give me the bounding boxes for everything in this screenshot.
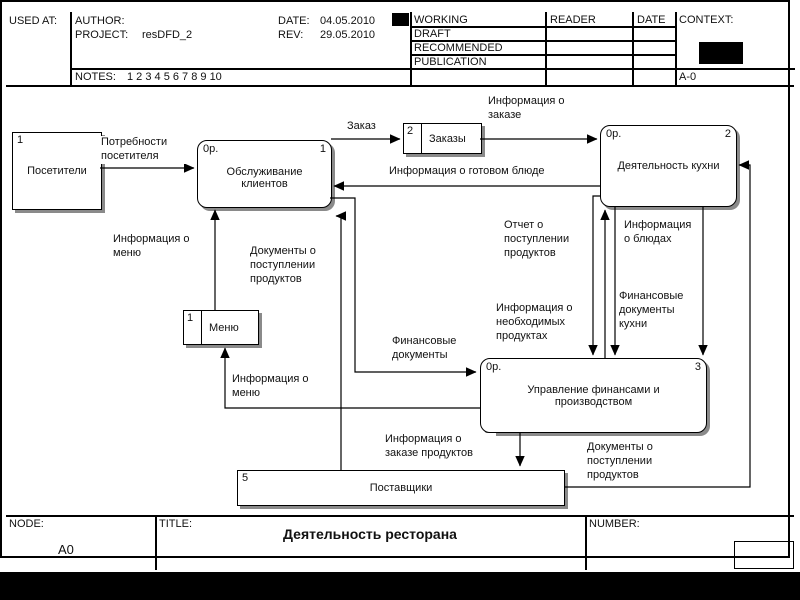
- divider: [410, 40, 675, 42]
- node-value: A0: [58, 542, 74, 557]
- flow-label-product-receipt-report: Отчет о поступлении продуктов: [503, 219, 585, 261]
- date-column-label: DATE: [637, 14, 666, 26]
- status-publication: PUBLICATION: [414, 56, 487, 68]
- process-finance-management: 0р. 3 Управление финансами и производств…: [480, 358, 707, 433]
- flow-label-dish-info: Информация о блюдах: [623, 219, 701, 247]
- flow-label-product-order-info: Информация о заказе продуктов: [384, 433, 496, 461]
- date-label: DATE:: [278, 15, 310, 27]
- datastore-menu: 1 Меню: [183, 310, 259, 345]
- external-label: Поставщики: [369, 482, 433, 494]
- project-label: PROJECT:: [75, 29, 129, 41]
- flow-label-kitchen-financial-docs: Финансовые документы кухни: [618, 290, 700, 332]
- context-label: CONTEXT:: [679, 14, 734, 26]
- datastore-orders: 2 Заказы: [403, 123, 482, 154]
- divider: [155, 515, 157, 570]
- external-number: 5: [242, 472, 249, 484]
- datastore-number: 2: [404, 124, 422, 153]
- flow-label-menu-info-bottom: Информация о меню: [231, 373, 333, 401]
- external-label: Посетители: [27, 165, 87, 177]
- flow-label-ready-dish-info: Информация о готовом блюде: [388, 165, 600, 179]
- flow-label-visitor-needs: Потребности посетителя: [100, 136, 192, 164]
- divider: [70, 12, 72, 85]
- process-kitchen-activity: 0р. 2 Деятельность кухни: [600, 125, 737, 207]
- used-at-label: USED AT:: [9, 15, 58, 27]
- divider: [632, 12, 634, 85]
- process-cost: 0р.: [486, 361, 502, 373]
- diagram-title: Деятельность ресторана: [283, 526, 457, 542]
- notes-label: NOTES:: [75, 71, 116, 83]
- divider: [410, 26, 675, 28]
- title-label: TITLE:: [159, 518, 193, 530]
- divider: [70, 68, 795, 70]
- process-cost: 0р.: [606, 128, 622, 140]
- process-label: Деятельность кухни: [617, 160, 720, 172]
- date-value: 04.05.2010: [320, 15, 376, 27]
- process-label: Обслуживание клиентов: [226, 166, 303, 190]
- working-status-checkbox: [392, 13, 409, 26]
- status-recommended: RECOMMENDED: [414, 42, 503, 54]
- bottom-black-bar: [0, 572, 800, 600]
- notes-numbers: 1 2 3 4 5 6 7 8 9 10: [127, 71, 222, 83]
- status-working: WORKING: [414, 14, 468, 26]
- process-cost: 0р.: [203, 143, 219, 155]
- flow-label-required-products-info: Информация о необходимых продуктах: [495, 302, 592, 344]
- number-label: NUMBER:: [589, 518, 640, 530]
- external-number: 1: [17, 134, 24, 146]
- divider: [410, 54, 675, 56]
- external-suppliers: 5 Поставщики: [237, 470, 565, 506]
- status-draft: DRAFT: [414, 28, 451, 40]
- flow-label-product-receipt-docs-right: Документы о поступлении продуктов: [586, 441, 680, 483]
- process-label: Управление финансами и производством: [527, 383, 660, 408]
- project-value: resDFD_2: [142, 29, 193, 41]
- process-number: 3: [694, 361, 701, 373]
- datastore-label: Заказы: [429, 132, 466, 145]
- author-label: AUTHOR:: [75, 15, 125, 27]
- flow-label-product-receipt-docs-left: Документы о поступлении продуктов: [249, 245, 337, 287]
- external-visitors: 1 Посетители: [12, 132, 102, 210]
- flow-label-order: Заказ: [346, 120, 388, 134]
- flow-label-order-info: Информация о заказе: [487, 95, 594, 123]
- context-diagram-thumbnail: [699, 42, 743, 64]
- datastore-number: 1: [184, 311, 202, 344]
- flow-label-menu-info-top: Информация о меню: [112, 233, 214, 261]
- number-box: [734, 541, 794, 569]
- divider: [410, 12, 412, 85]
- node-label: NODE:: [9, 518, 44, 530]
- datastore-label: Меню: [209, 321, 239, 334]
- process-client-service: 0р. 1 Обслуживание клиентов: [197, 140, 332, 208]
- rev-value: 29.05.2010: [320, 29, 376, 41]
- context-node-id: A-0: [679, 71, 697, 83]
- header-divider: [6, 85, 794, 87]
- rev-label: REV:: [278, 29, 304, 41]
- divider: [675, 12, 677, 85]
- divider: [545, 12, 547, 85]
- process-number: 2: [724, 128, 731, 140]
- footer-divider: [6, 515, 794, 517]
- reader-label: READER: [550, 14, 596, 26]
- process-number: 1: [319, 143, 326, 155]
- flow-label-financial-docs: Финансовые документы: [391, 335, 473, 363]
- sheet-border: [0, 0, 790, 558]
- divider: [585, 515, 587, 570]
